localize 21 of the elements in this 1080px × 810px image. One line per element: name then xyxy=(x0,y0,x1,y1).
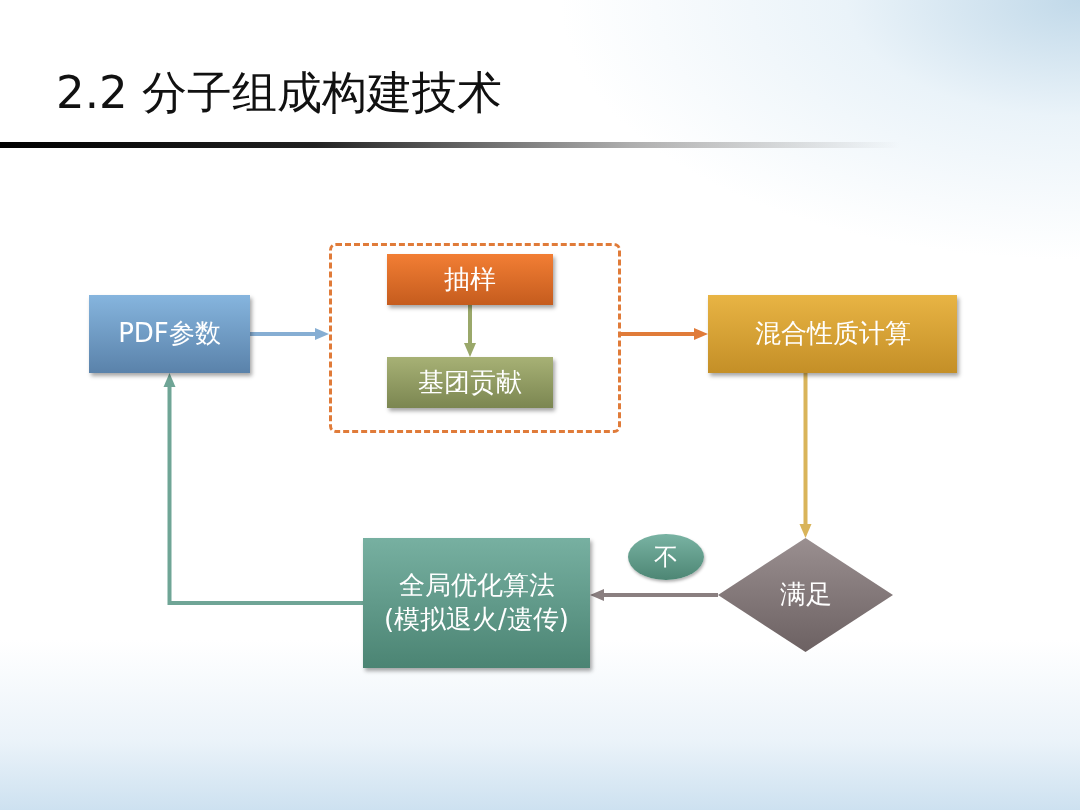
slide-title: 2.2 分子组成构建技术 xyxy=(56,68,502,118)
process-box xyxy=(387,357,553,408)
arrow xyxy=(621,328,708,340)
process-box xyxy=(708,295,957,373)
process-box xyxy=(387,254,553,305)
box-label: 基团贡献 xyxy=(418,365,522,399)
box-label: 全局优化算法 xyxy=(398,569,555,603)
arrow xyxy=(464,305,476,357)
box-label: 混合性质计算 xyxy=(754,317,911,351)
box-label: (模拟退火/遗传) xyxy=(383,603,569,636)
dashed-group-box xyxy=(329,243,621,433)
decision-label: 满足 xyxy=(779,578,832,612)
arrow xyxy=(799,373,812,538)
process-box xyxy=(89,295,250,373)
arrow xyxy=(250,328,329,340)
box-label: 抽样 xyxy=(444,262,496,296)
arrow xyxy=(163,373,363,605)
arrow xyxy=(590,589,718,601)
decision-diamond xyxy=(718,538,893,652)
process-box xyxy=(363,538,590,668)
box-label: PDF参数 xyxy=(118,317,221,351)
